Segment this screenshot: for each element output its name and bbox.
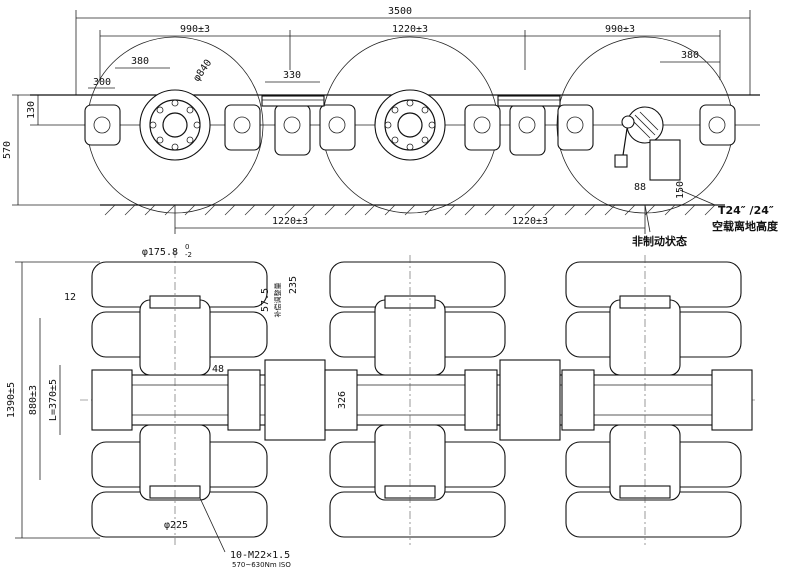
dim-88: 88 xyxy=(634,182,646,193)
dim-326: 326 xyxy=(337,391,348,409)
dim-130: 130 xyxy=(26,101,37,119)
dim-235: 235 xyxy=(288,276,299,294)
dim-center-spacing: 1220±3 xyxy=(392,24,428,35)
dim-48: 48 xyxy=(212,364,224,375)
torque-spec: 570~630Nm ISO xyxy=(232,561,291,569)
dim-57-5: 57.5 xyxy=(260,288,271,312)
dim-height-880: 880±3 xyxy=(28,385,39,415)
hub-center xyxy=(374,89,446,161)
dim-dia-225: φ225 xyxy=(164,520,188,531)
tol-175-upper: 0 xyxy=(185,243,189,251)
dim-height-1390: 1390±5 xyxy=(6,382,17,418)
brake-lever xyxy=(614,115,681,181)
dim-right-spacing: 990±3 xyxy=(605,24,635,35)
suspension-brackets xyxy=(84,104,736,156)
dim-overall-length: 3500 xyxy=(388,6,412,17)
dim-380-right: 380 xyxy=(681,50,699,61)
bolt-spec: 10-M22×1.5 xyxy=(230,550,290,561)
plan-view: 1390±5 880±3 L=370±5 12 xyxy=(6,243,755,569)
dim-wheel-diameter: φ840 xyxy=(191,58,214,84)
dim-l370: L=370±5 xyxy=(48,379,59,421)
dim-left-spacing: 990±3 xyxy=(180,24,210,35)
equalizers xyxy=(261,95,561,107)
label-non-brake-state: 非制动状态 xyxy=(632,234,687,248)
label-unloaded-height: 空载离地高度 xyxy=(712,219,779,233)
side-view: 3500 990±3 1220±3 990±3 380 380 300 330 … xyxy=(2,6,779,248)
hub-left xyxy=(139,89,211,161)
dim-330: 330 xyxy=(283,70,301,81)
dim-bottom-left-1220: 1220±3 xyxy=(272,216,308,227)
dim-300: 300 xyxy=(93,77,111,88)
dim-380-left: 380 xyxy=(131,56,149,67)
tol-175-lower: -2 xyxy=(185,251,192,259)
label-tire-spec: T24″ /24″ xyxy=(718,204,774,217)
pivot-blocks xyxy=(227,359,595,441)
dim-bottom-right-1220: 1220±3 xyxy=(512,216,548,227)
note-vertical: 补偿调整量 xyxy=(273,283,282,318)
dim-12: 12 xyxy=(64,292,76,303)
dim-height-570: 570 xyxy=(2,141,13,159)
dim-dia-175: φ175.8 xyxy=(142,247,178,258)
